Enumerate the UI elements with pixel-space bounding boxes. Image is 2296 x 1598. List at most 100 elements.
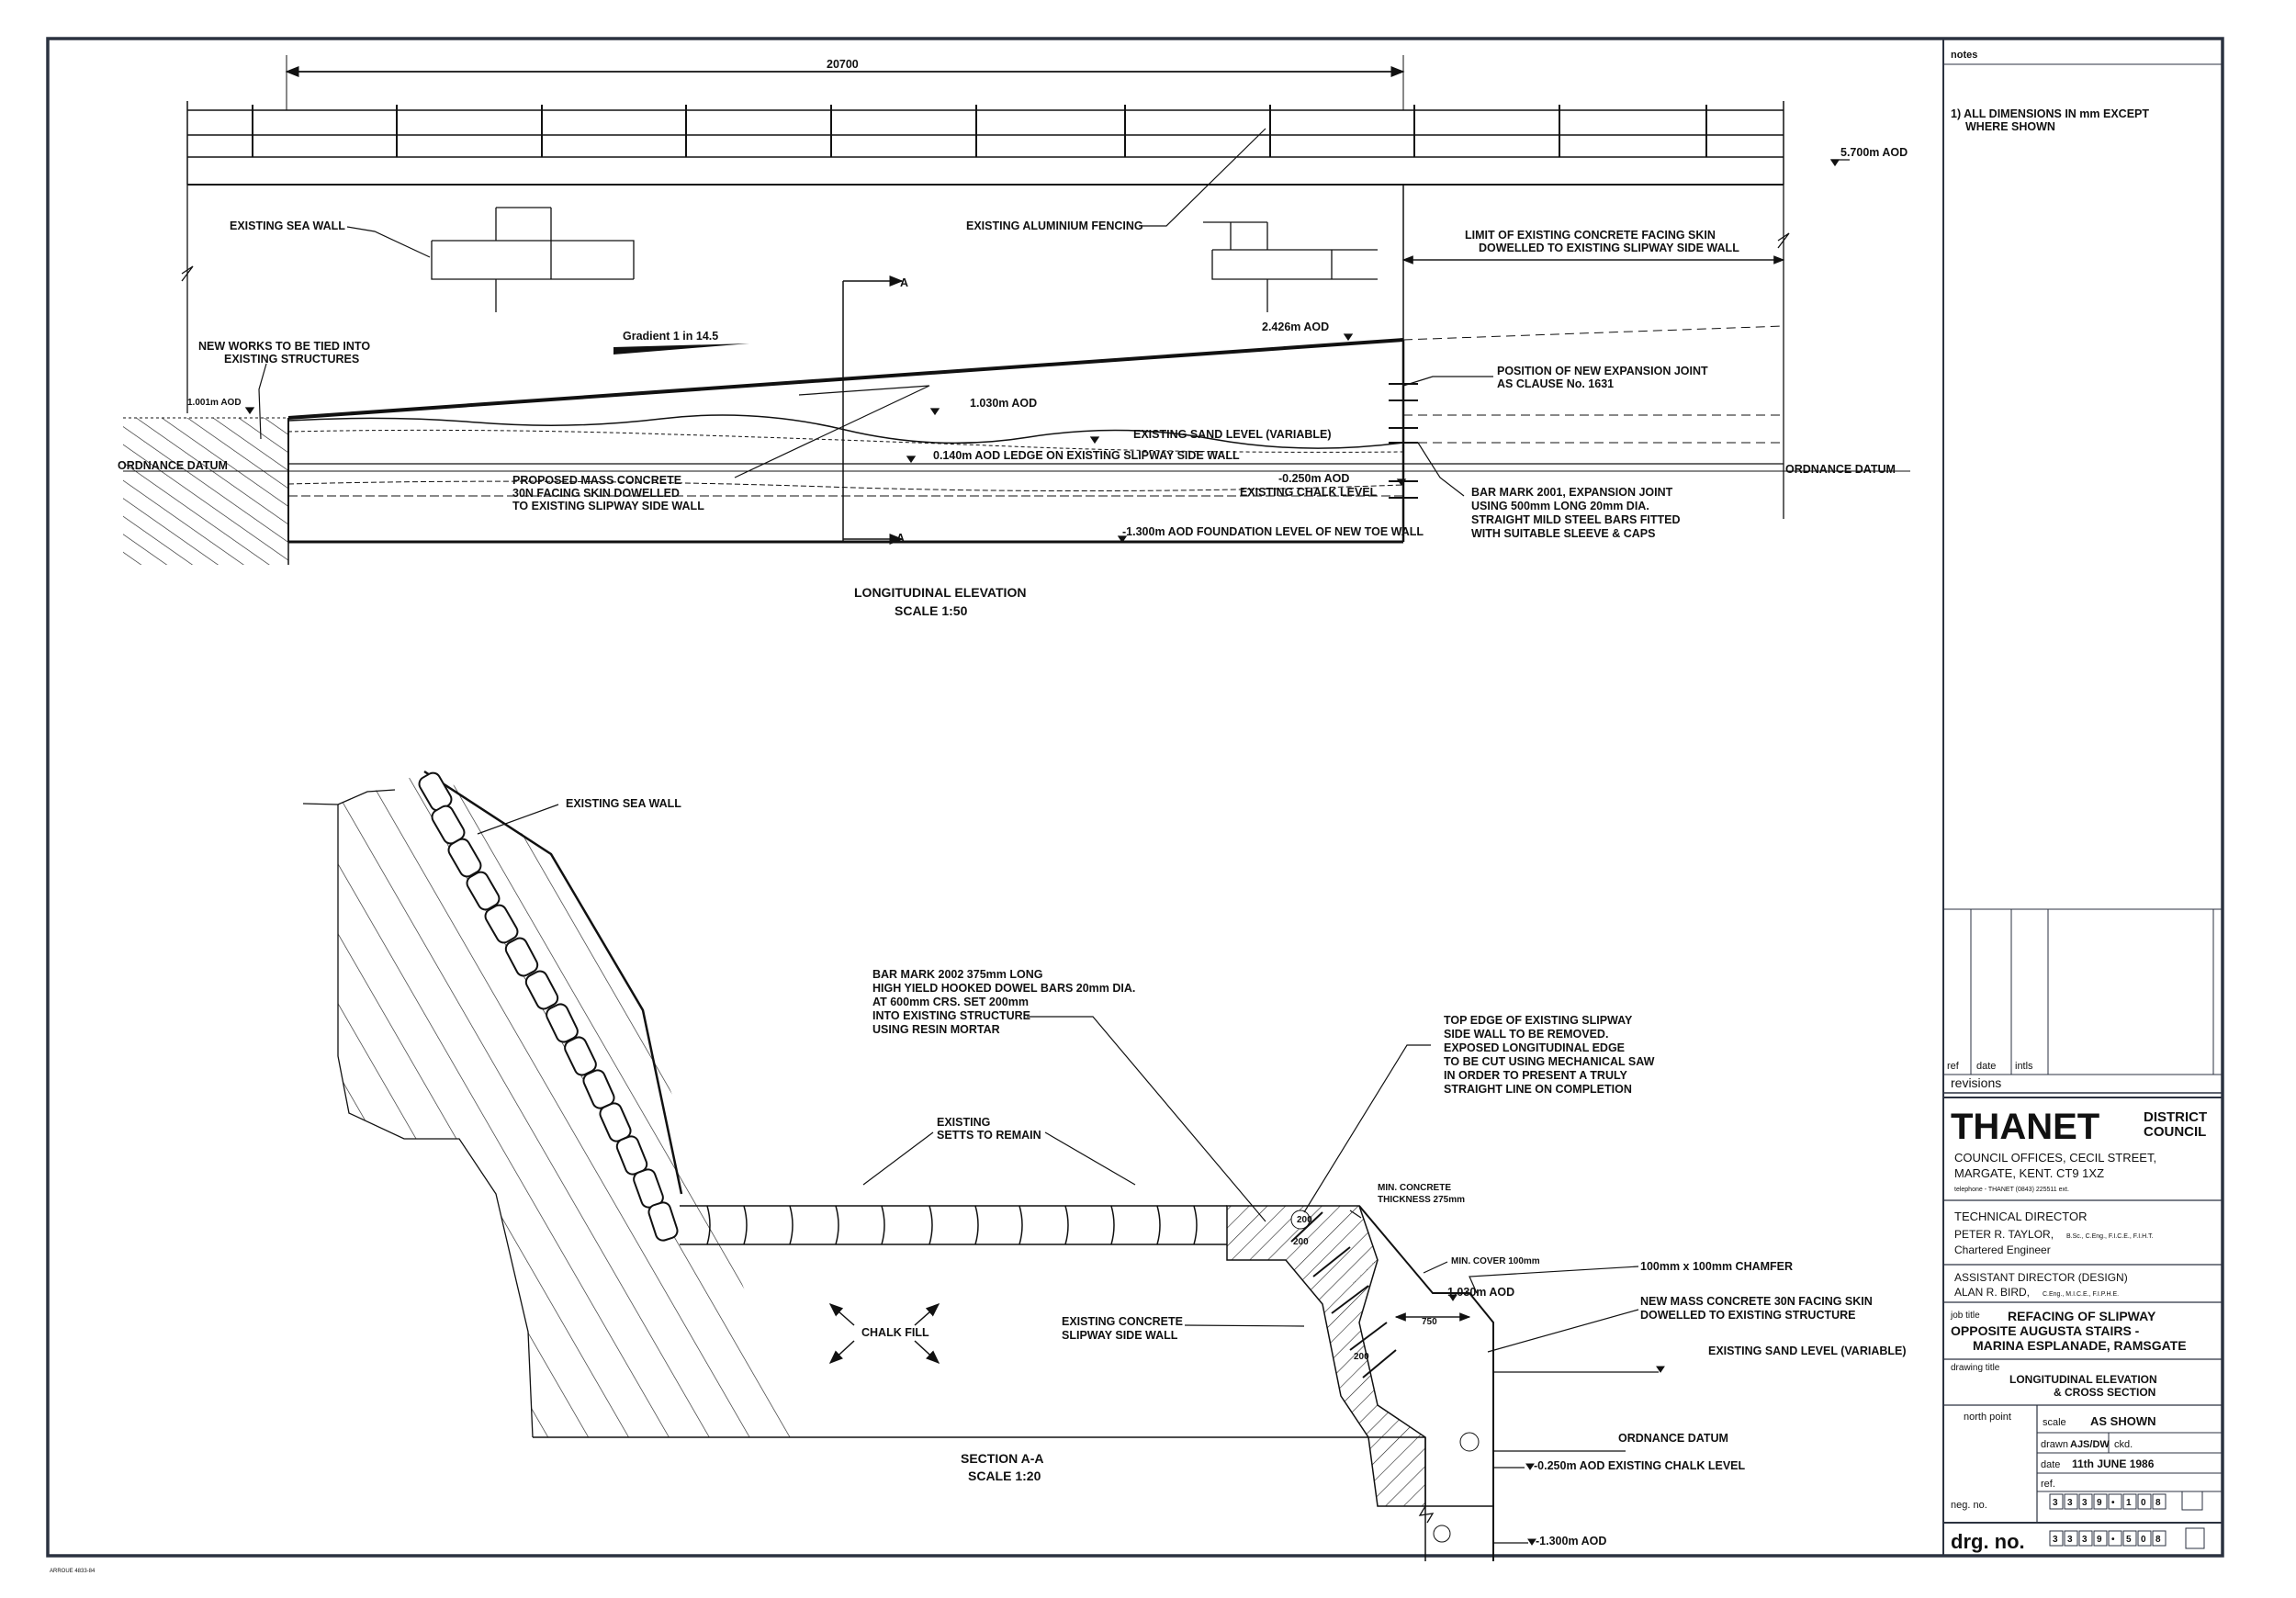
section-a-a bbox=[302, 770, 1665, 1561]
label-bar2002-1: BAR MARK 2002 375mm LONG bbox=[872, 968, 1042, 981]
section-labels: EXISTING SEA WALL BAR MARK 2002 375mm LO… bbox=[566, 797, 1907, 1547]
label-new-mass-1: NEW MASS CONCRETE 30N FACING SKIN bbox=[1640, 1295, 1873, 1308]
label-min-concrete-2: THICKNESS 275mm bbox=[1378, 1195, 1465, 1205]
council-logo-thanet: THANET bbox=[1951, 1107, 2099, 1147]
drawing-title-line-1: LONGITUDINAL ELEVATION bbox=[2009, 1373, 2157, 1386]
label-chalk-level: EXISTING CHALK LEVEL bbox=[1240, 486, 1378, 499]
technical-director-role: TECHNICAL DIRECTOR bbox=[1954, 1210, 2087, 1223]
label-top-edge-5: IN ORDER TO PRESENT A TRULY bbox=[1444, 1069, 1627, 1082]
label-gradient: Gradient 1 in 14.5 bbox=[623, 330, 718, 343]
revisions-date-label: date bbox=[1976, 1061, 1996, 1072]
drg-digit: 5 bbox=[2126, 1535, 2132, 1545]
label-top-edge-2: SIDE WALL TO BE REMOVED. bbox=[1444, 1028, 1608, 1041]
label-conc-wall-1: EXISTING CONCRETE bbox=[1062, 1315, 1183, 1328]
label-bar2002-5: USING RESIN MORTAR bbox=[872, 1023, 1000, 1036]
elevation-title: LONGITUDINAL ELEVATION bbox=[854, 585, 1026, 600]
label-existing-sea-wall: EXISTING SEA WALL bbox=[230, 219, 345, 232]
label-chalk-fill: CHALK FILL bbox=[861, 1326, 929, 1339]
label-foundation-level: -1.300m AOD FOUNDATION LEVEL OF NEW TOE … bbox=[1122, 525, 1424, 538]
label-top-edge-3: EXPOSED LONGITUDINAL EDGE bbox=[1444, 1041, 1625, 1054]
section-scale: SCALE 1:20 bbox=[968, 1469, 1041, 1483]
dim-200-side: 200 bbox=[1354, 1352, 1369, 1362]
label-section-datum: ORDNANCE DATUM bbox=[1618, 1432, 1728, 1445]
neg-digit: 9 bbox=[2097, 1498, 2102, 1508]
council-address-2: MARGATE, KENT. CT9 1XZ bbox=[1954, 1166, 2104, 1180]
label-conc-wall-2: SLIPWAY SIDE WALL bbox=[1062, 1329, 1178, 1342]
sheet-stamp: ARROUE 4833-84 bbox=[50, 1569, 96, 1574]
assistant-director-name: ALAN R. BIRD, bbox=[1954, 1286, 2030, 1299]
council-telephone: telephone - THANET (0843) 225511 ext. bbox=[1954, 1187, 2069, 1193]
drawing-title-line-2: & CROSS SECTION bbox=[2054, 1386, 2155, 1399]
drg-digit: 9 bbox=[2097, 1535, 2102, 1545]
note-1-line-1: 1) ALL DIMENSIONS IN mm EXCEPT bbox=[1951, 107, 2149, 120]
assistant-director-quals: C.Eng., M.I.C.E., F.I.P.H.E. bbox=[2043, 1291, 2119, 1298]
label-ledge-0140: 0.140m AOD LEDGE ON EXISTING SLIPWAY SID… bbox=[933, 449, 1240, 462]
note-1-line-2: WHERE SHOWN bbox=[1965, 120, 2055, 133]
dim-750: 750 bbox=[1422, 1317, 1437, 1327]
level-5700: 5.700m AOD bbox=[1840, 146, 1908, 159]
label-existing-fencing: EXISTING ALUMINIUM FENCING bbox=[966, 219, 1143, 232]
technical-director-quals: B.Sc., C.Eng., F.I.C.E., F.I.H.T. bbox=[2066, 1233, 2154, 1240]
label-chamfer: 100mm x 100mm CHAMFER bbox=[1640, 1260, 1793, 1273]
label-limit-line-2: DOWELLED TO EXISTING SLIPWAY SIDE WALL bbox=[1479, 242, 1739, 254]
label-bar2001-2: USING 500mm LONG 20mm DIA. bbox=[1471, 500, 1649, 512]
section-title: SECTION A-A bbox=[961, 1451, 1043, 1466]
date-value: 11th JUNE 1986 bbox=[2072, 1457, 2155, 1470]
label-bar2002-3: AT 600mm CRS. SET 200mm bbox=[872, 996, 1029, 1008]
drg-digit: 3 bbox=[2082, 1535, 2088, 1545]
label-min-concrete-1: MIN. CONCRETE bbox=[1378, 1183, 1451, 1193]
label-limit-line-1: LIMIT OF EXISTING CONCRETE FACING SKIN bbox=[1465, 229, 1716, 242]
drg-digit: 3 bbox=[2067, 1535, 2073, 1545]
title-block-text: notes 1) ALL DIMENSIONS IN mm EXCEPT WHE… bbox=[50, 50, 2207, 1574]
neg-digit: • bbox=[2111, 1498, 2115, 1508]
label-new-mass-2: DOWELLED TO EXISTING STRUCTURE bbox=[1640, 1309, 1856, 1322]
drawn-label: drawn bbox=[2041, 1439, 2068, 1450]
label-bar2001-3: STRAIGHT MILD STEEL BARS FITTED bbox=[1471, 513, 1681, 526]
label-bar2002-2: HIGH YIELD HOOKED DOWEL BARS 20mm DIA. bbox=[872, 982, 1135, 995]
date-label: date bbox=[2041, 1459, 2060, 1470]
scale-label: scale bbox=[2043, 1417, 2066, 1428]
neg-digit: 3 bbox=[2082, 1498, 2088, 1508]
job-title-label: job title bbox=[1950, 1311, 1980, 1321]
level-1030: 1.030m AOD bbox=[970, 397, 1037, 410]
revisions-ref-label: ref bbox=[1947, 1061, 1960, 1072]
elevation-scale: SCALE 1:50 bbox=[895, 603, 968, 618]
council-logo-council: COUNCIL bbox=[2144, 1124, 2206, 1140]
label-ordnance-datum-right: ORDNANCE DATUM bbox=[1785, 463, 1896, 476]
label-expansion-joint-1: POSITION OF NEW EXPANSION JOINT bbox=[1497, 365, 1708, 377]
council-address-1: COUNCIL OFFICES, CECIL STREET, bbox=[1954, 1151, 2156, 1165]
level-1001: 1.001m AOD bbox=[187, 398, 242, 408]
drg-digit: 0 bbox=[2141, 1535, 2146, 1545]
revisions-label: revisions bbox=[1951, 1075, 2001, 1090]
level-section-1030: 1.030m AOD bbox=[1447, 1286, 1514, 1299]
neg-digit: 3 bbox=[2067, 1498, 2073, 1508]
neg-digit: 8 bbox=[2155, 1498, 2161, 1508]
drg-digit: • bbox=[2111, 1535, 2115, 1545]
label-min-cover: MIN. COVER 100mm bbox=[1451, 1256, 1540, 1266]
label-top-edge-6: STRAIGHT LINE ON COMPLETION bbox=[1444, 1083, 1632, 1096]
notes-label: notes bbox=[1951, 50, 1977, 61]
checked-label: ckd. bbox=[2114, 1439, 2133, 1450]
label-section-sand: EXISTING SAND LEVEL (VARIABLE) bbox=[1708, 1345, 1907, 1357]
label-section-sea-wall: EXISTING SEA WALL bbox=[566, 797, 681, 810]
assistant-director-role: ASSISTANT DIRECTOR (DESIGN) bbox=[1954, 1271, 2128, 1284]
label-setts-1: EXISTING bbox=[937, 1116, 990, 1129]
neg-number-digits: 3 3 3 9 • 1 0 8 bbox=[2053, 1498, 2161, 1508]
technical-director-title: Chartered Engineer bbox=[1954, 1244, 2051, 1256]
label-new-works-2: EXISTING STRUCTURES bbox=[224, 353, 359, 366]
label-top-edge-4: TO BE CUT USING MECHANICAL SAW bbox=[1444, 1055, 1655, 1068]
elevation-labels: 20700 5.700m AOD EXISTING SEA WALL EXIST… bbox=[118, 58, 1908, 618]
label-proposed-1: PROPOSED MASS CONCRETE bbox=[512, 474, 681, 487]
drawn-value: AJS/DW bbox=[2070, 1439, 2110, 1450]
north-point-label: north point bbox=[1964, 1412, 2011, 1423]
dim-20700: 20700 bbox=[827, 58, 859, 71]
label-proposed-3: TO EXISTING SLIPWAY SIDE WALL bbox=[512, 500, 704, 512]
drawing-number-label: drg. no. bbox=[1951, 1530, 2025, 1553]
drawing-number-digits: 3 3 3 9 • 5 0 8 bbox=[2053, 1535, 2161, 1545]
section-mark-a-bottom: A bbox=[896, 532, 905, 545]
drg-digit: 3 bbox=[2053, 1535, 2058, 1545]
neg-digit: 0 bbox=[2141, 1498, 2146, 1508]
job-title-line-1: REFACING OF SLIPWAY bbox=[2008, 1309, 2156, 1323]
scale-value: AS SHOWN bbox=[2090, 1414, 2156, 1428]
